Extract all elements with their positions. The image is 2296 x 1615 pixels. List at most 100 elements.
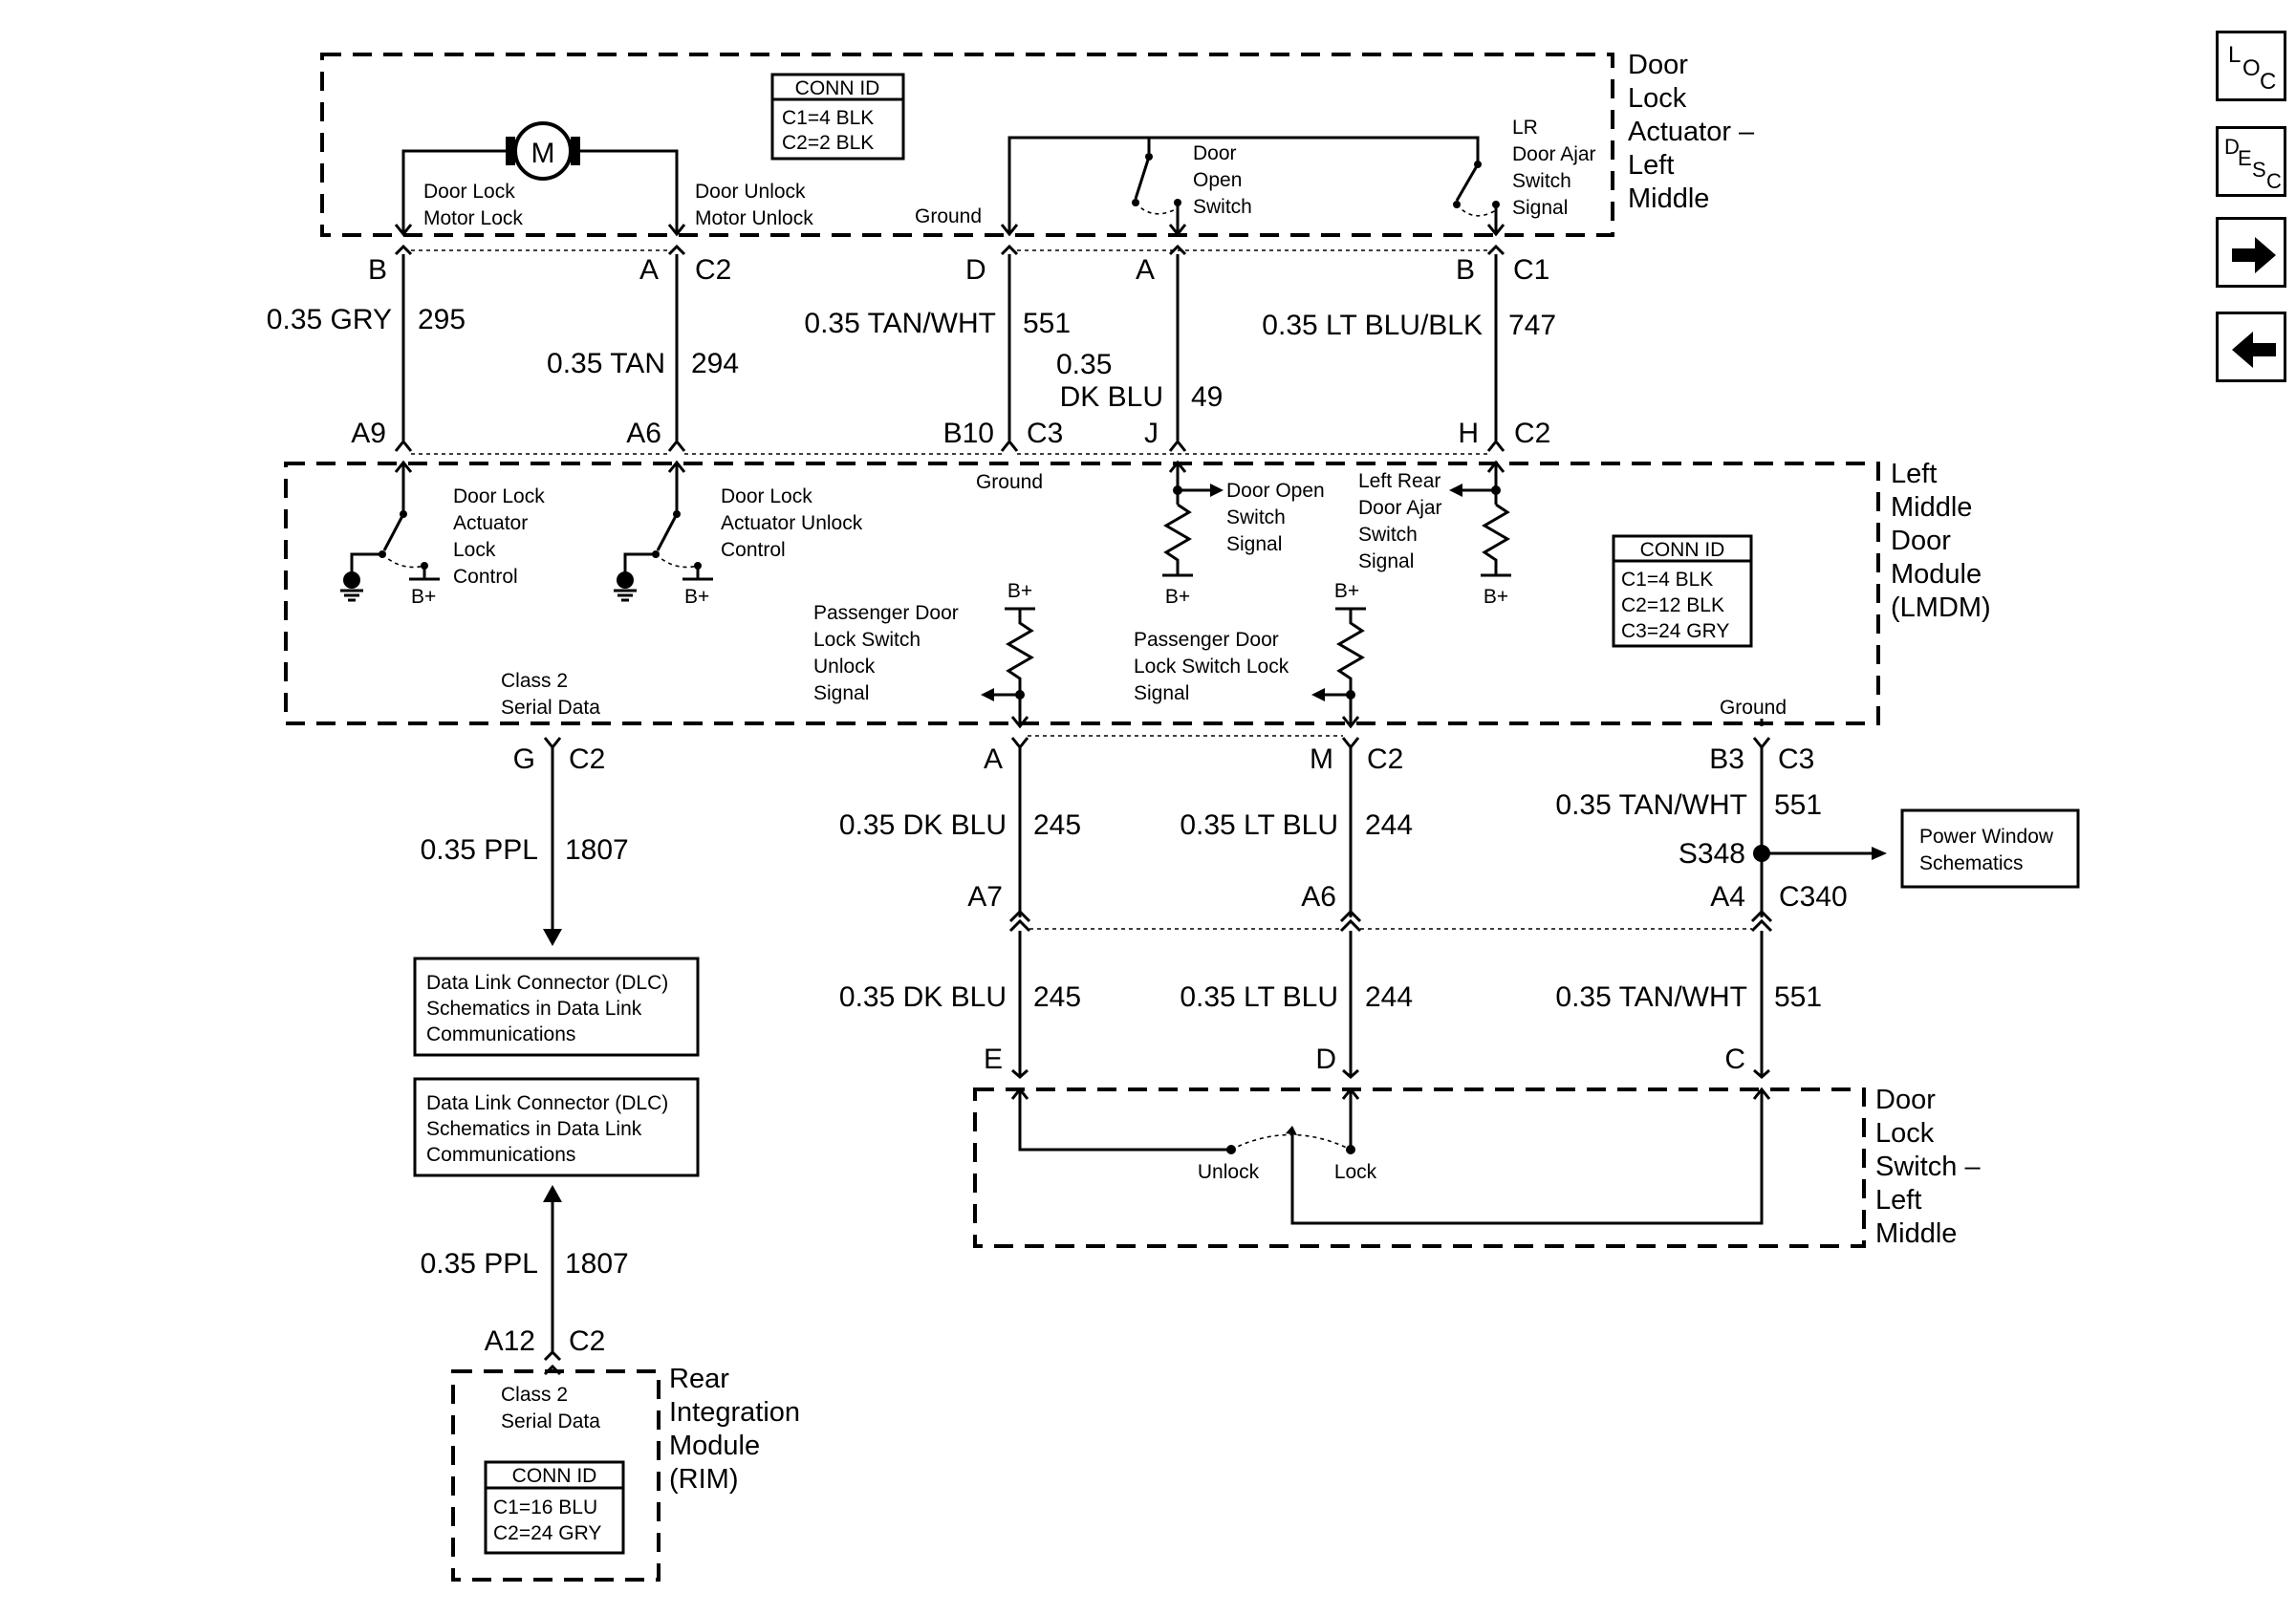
pin-label: C2 [569,743,605,775]
wire-color-label: 0.35 TAN [547,348,665,379]
wire-color-label: 0.35 DK BLU [839,809,1007,841]
wire-number-label: 244 [1365,981,1413,1013]
motor-lock-label: Door Lock [423,181,515,203]
door-open-signal-label: Switch [1226,506,1286,528]
lr-ajar-signal-label: Door Ajar [1358,497,1442,519]
description-button[interactable]: D E S C [2216,126,2286,197]
pin-label: B [368,254,387,286]
door-open-label: Switch [1193,196,1252,218]
door-lock-actuator: Door Lock Actuator – Left Middle CONN ID… [320,50,1755,237]
lmdm-title-line: Left [1891,459,1937,489]
class2-label: Serial Data [501,1410,600,1432]
motor-icon: M [401,121,679,234]
pass-unlock-label: Unlock [813,656,876,678]
loc-icon: L O C [2228,42,2276,95]
pin-label: G [513,743,535,775]
lmdm-title-line: Module [1891,559,1982,590]
pass-lock-label: Signal [1134,682,1189,704]
pin-label: A [639,254,659,286]
dlc-link-bottom[interactable]: Data Link Connector (DLC) Schematics in … [413,1077,700,1177]
wire-number-label: 244 [1365,809,1413,841]
motor-unlock-label: Motor Unlock [695,207,813,229]
motor-symbol: M [531,138,555,169]
pin-label: C2 [569,1325,605,1357]
conn-id-row: C3=24 GRY [1621,620,1729,642]
pin-label: B10 [943,418,994,449]
lmdm-title-line: (LMDM) [1891,592,1991,623]
actuator-conn-id: CONN ID C1=4 BLK C2=2 BLK [770,73,905,161]
conn-id-title: CONN ID [512,1465,597,1487]
rear-integration-module: Rear Integration Module (RIM) Class 2 Se… [451,1364,800,1582]
pin-label: A6 [1301,881,1336,913]
wire-color-label: 0.35 GRY [267,304,392,335]
ajar-switch-icon [1453,161,1500,234]
bplus-label: B+ [1007,580,1032,602]
door-open-pullup-icon [1162,460,1224,577]
switch-title-line: Left [1875,1185,1921,1216]
rim-conn-id: CONN ID C1=16 BLU C2=24 GRY [484,1460,625,1555]
unlock-label: Unlock [1198,1161,1260,1183]
ajar-label: LR [1512,117,1538,139]
conn-id-title: CONN ID [1640,539,1725,561]
door-lock-switch: Door Lock Switch – Left Middle Unlock Lo… [973,1085,1981,1249]
bplus-label: B+ [411,586,436,608]
rim-title-line: Module [669,1431,760,1461]
next-button[interactable] [2216,217,2286,288]
pin-label: C [1724,1044,1745,1075]
wire-number-label: 294 [691,348,739,379]
top-wires: 0.35 GRY 295 0.35 TAN 294 0.35 TAN/WHT 5… [267,254,1556,441]
lmdm-bottom-connector: G C2 A M C2 B3 C3 [513,735,1814,775]
pass-unlock-label: Passenger Door [813,602,959,624]
unlock-control-switch-icon [614,460,713,602]
dlc-link-top[interactable]: Data Link Connector (DLC) Schematics in … [413,957,700,1057]
conn-id-row: C1=4 BLK [1621,569,1713,591]
wire-color-label: 0.35 [1056,349,1112,380]
wire-number-label: 49 [1191,381,1223,413]
wire-color-label: 0.35 TAN/WHT [1555,789,1747,821]
previous-button[interactable] [2216,312,2286,382]
wire-number-label: 1807 [565,1248,629,1280]
wire-number-label: 747 [1508,310,1556,341]
lock-control-label: Lock [453,539,496,561]
actuator-title-line: Left [1628,150,1674,181]
wire-number-label: 1807 [565,834,629,866]
door-open-signal-label: Signal [1226,533,1282,555]
power-window-link[interactable]: Power Window Schematics [1900,808,2080,889]
wire-number-label: 551 [1774,981,1822,1013]
lr-ajar-signal-label: Signal [1358,550,1414,572]
location-button[interactable]: L O C [2216,31,2286,101]
loc-letter: O [2242,55,2261,81]
dlc-label: Data Link Connector (DLC) [426,972,668,994]
wire-color-label: 0.35 DK BLU [839,981,1007,1013]
pass-lock-label: Lock Switch Lock [1134,656,1289,678]
pin-label: A [984,743,1003,775]
actuator-title: Door Lock Actuator – Left Middle [1628,50,1755,214]
conn-id-row: C1=4 BLK [782,107,874,129]
bplus-label: B+ [1484,586,1508,608]
switch-title-line: Switch – [1875,1152,1981,1182]
ajar-label: Door Ajar [1512,143,1596,165]
conn-id-row: C2=24 GRY [493,1522,601,1544]
pin-label: E [984,1044,1003,1075]
lmdm-outline [284,462,1880,725]
wire-color-label: 0.35 LT BLU [1180,809,1338,841]
conn-id-title: CONN ID [795,77,880,99]
class2-label: Class 2 [501,670,568,692]
wire-number-label: 295 [418,304,466,335]
actuator-connector: B A C2 D A B C1 [368,244,1549,286]
pass-unlock-pullup-icon [981,607,1035,729]
power-window-label: Power Window [1919,826,2054,848]
ajar-label: Switch [1512,170,1571,192]
class2-label: Class 2 [501,1384,568,1406]
lmdm-title-line: Door [1891,526,1951,556]
door-open-label: Door [1193,142,1237,164]
pin-label: C2 [1367,743,1403,775]
lmdm-module: Left Middle Door Module (LMDM) CONN ID C… [284,459,1991,729]
pin-label: C2 [695,254,731,286]
dlc-label: Schematics in Data Link [426,1118,642,1140]
lmdm-title: Left Middle Door Module (LMDM) [1891,459,1991,623]
pass-lock-label: Passenger Door [1134,629,1279,651]
pin-label: A9 [351,418,386,449]
pin-label: M [1310,743,1333,775]
pin-label: D [1315,1044,1336,1075]
